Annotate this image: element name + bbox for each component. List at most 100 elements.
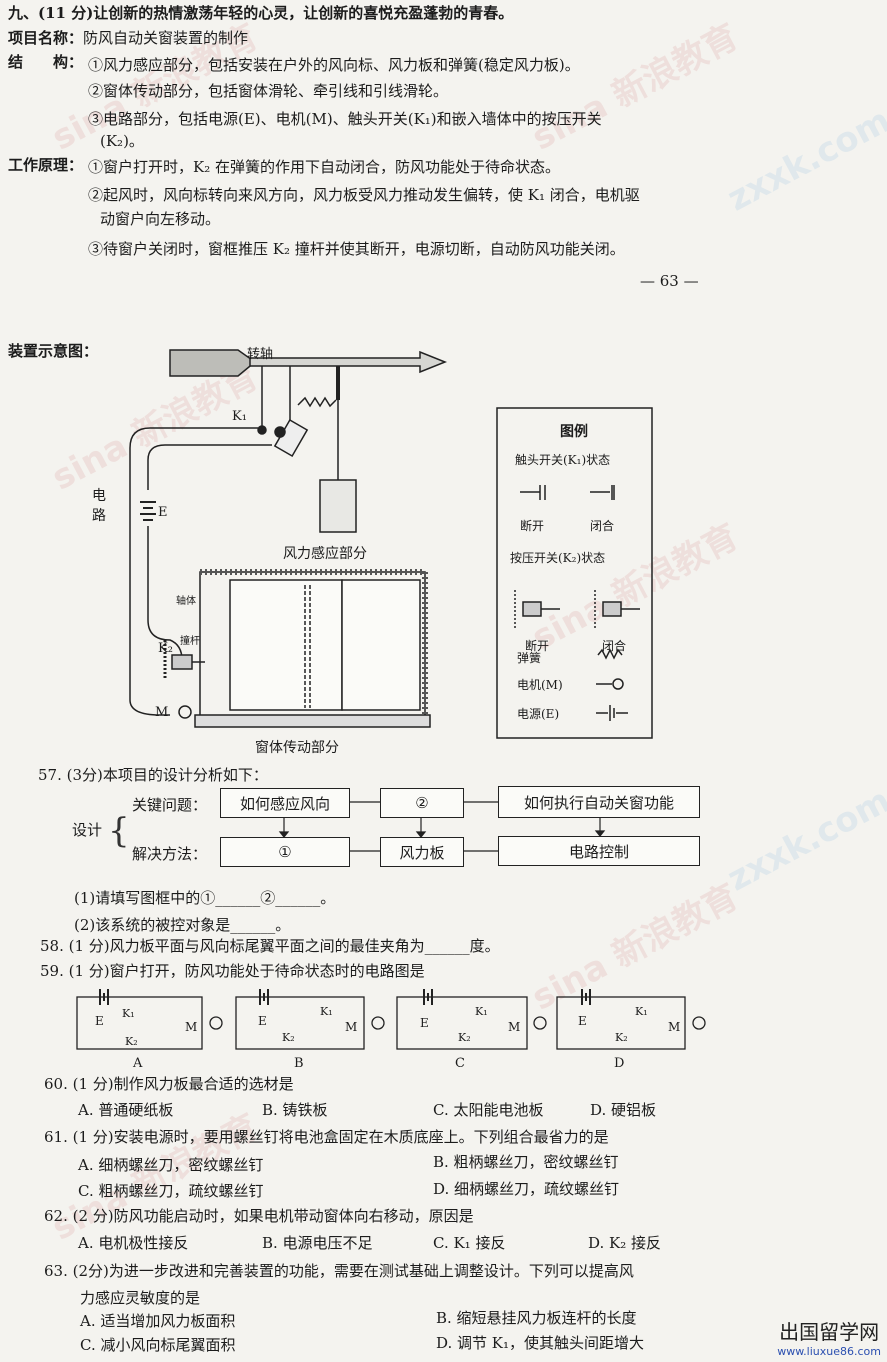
label-m: M	[668, 1020, 680, 1034]
label-k2: K₂	[125, 1035, 138, 1048]
vane-arrow	[249, 350, 448, 374]
option-a-label: A	[132, 1056, 143, 1071]
legend-box	[496, 407, 653, 739]
label-e: E	[420, 1016, 429, 1030]
legend-closed: 闭合	[602, 638, 626, 653]
vane-tail	[169, 349, 257, 377]
option-c-label: C	[455, 1056, 465, 1071]
legend-motor: 电机(M)	[517, 678, 563, 692]
label-wind-part: 风力感应部分	[283, 545, 367, 562]
label-axis-body: 轴体	[176, 594, 196, 607]
label-e: E	[578, 1014, 587, 1028]
label-window-part: 窗体传动部分	[255, 739, 339, 756]
box-key-3: 如何执行自动关窗功能	[498, 786, 700, 818]
principle-item: ③待窗户关闭时，窗框推压 K₂ 撞杆并使其断开，电源切断，自动防风功能关闭。	[88, 240, 625, 258]
q62-stem: 62. (2 分)防风功能启动时，如果电机带动窗体向右移动，原因是	[44, 1207, 474, 1225]
q61-option-a: A. 细柄螺丝刀，密纹螺丝钉	[78, 1156, 264, 1174]
label-e: E	[158, 505, 168, 520]
q61-option-b: B. 粗柄螺丝刀，密纹螺丝钉	[433, 1153, 619, 1171]
q60-option-d: D. 硬铝板	[590, 1101, 657, 1119]
q63-option-a: A. 适当增加风力板面积	[80, 1312, 236, 1330]
label-k2: K₂	[615, 1031, 628, 1044]
box-key-2: ②	[380, 788, 464, 818]
principle-item: ①窗户打开时，K₂ 在弹簧的作用下自动闭合，防风功能处于待命状态。	[88, 158, 560, 176]
diagram-title: 装置示意图：	[8, 342, 99, 360]
q60-option-a: A. 普通硬纸板	[78, 1101, 174, 1119]
battery-icon	[140, 501, 156, 521]
label-push-rod: 撞杆	[180, 634, 200, 647]
label-k2: K₂	[158, 641, 173, 656]
label-m: M	[155, 705, 168, 720]
window-rail	[194, 714, 431, 728]
q57-sub2: (2)该系统的被控对象是______。	[74, 916, 291, 934]
box-solution-3: 电路控制	[498, 836, 700, 866]
principle-item: 动窗户向左移动。	[100, 210, 221, 228]
box-key-1: 如何感应风向	[220, 788, 350, 818]
section-title: 九、(11 分)让创新的热情激荡年轻的心灵，让创新的喜悦充盈蓬勃的青春。	[8, 4, 514, 22]
legend-k2-state: 按压开关(K₂)状态	[510, 551, 605, 565]
q60-option-b: B. 铸铁板	[262, 1101, 328, 1119]
principle-item: ②起风时，风向标转向来风方向，风力板受风力推动发生偏转，使 K₁ 闭合，电机驱	[88, 186, 640, 204]
structure-item: (K₂)。	[100, 132, 144, 150]
principle-label: 工作原理：	[8, 156, 84, 174]
box-solution-2: 风力板	[380, 837, 464, 867]
structure-item: ②窗体传动部分，包括窗体滑轮、牵引线和引线滑轮。	[88, 82, 449, 100]
structure-item: ③电路部分，包括电源(E)、电机(M)、触头开关(K₁)和嵌入墙体中的按压开关	[88, 110, 602, 128]
legend-open: 断开	[525, 638, 549, 653]
legend-open: 断开	[520, 518, 544, 533]
page-number: — 63 —	[640, 272, 699, 290]
motor-icon	[178, 705, 192, 719]
site-url[interactable]: www.liuxue86.com	[777, 1345, 881, 1358]
structure-item: ①风力感应部分，包括安装在户外的风向标、风力板和弹簧(稳定风力板)。	[88, 56, 580, 74]
circuit-c	[396, 996, 528, 1050]
k2-switch	[171, 654, 193, 670]
q60-option-c: C. 太阳能电池板	[433, 1101, 544, 1119]
wind-board	[273, 418, 309, 458]
label-e: E	[95, 1014, 104, 1028]
q62-option-d: D. K₂ 接反	[588, 1234, 662, 1252]
q59-circuits: E K₁ K₂ M E K₁ K₂ M E K₁ K₂ M E K₁ K₂ M …	[76, 989, 706, 1071]
option-d-label: D	[614, 1056, 624, 1071]
spring-icon	[297, 396, 337, 408]
circuit-b	[235, 996, 365, 1050]
legend-power: 电源(E)	[517, 707, 559, 721]
q57-solution: 解决方法：	[132, 845, 208, 863]
q61-stem: 61. (1 分)安装电源时，要用螺丝钉将电池盒固定在木质底座上。下列组合最省力…	[44, 1128, 609, 1146]
q59-stem: 59. (1 分)窗户打开，防风功能处于待命状态时的电路图是	[40, 962, 425, 980]
label-e: E	[258, 1014, 267, 1028]
q62-option-b: B. 电源电压不足	[262, 1234, 373, 1252]
q63-stem: 63. (2分)为进一步改进和完善装置的功能，需要在测试基础上调整设计。下列可以…	[44, 1262, 634, 1280]
legend-title: 图例	[560, 423, 588, 440]
label-circuit-2: 路	[92, 508, 106, 524]
q62-option-a: A. 电机极性接反	[78, 1234, 189, 1252]
circuit-d	[556, 996, 686, 1050]
site-logo: 出国留学网 www.liuxue86.com	[777, 1316, 881, 1358]
watermark: zxxk.com	[721, 100, 887, 220]
q62-option-c: C. K₁ 接反	[433, 1234, 506, 1252]
device-diagram: 转轴 K₁ 电 路 E 风力感应部分 轴体 撞杆 K₂ M 窗体传动部分 图例 …	[92, 347, 653, 756]
label-k1: K₁	[320, 1005, 333, 1018]
q61-option-c: C. 粗柄螺丝刀，疏纹螺丝钉	[78, 1182, 264, 1200]
q57-connectors	[278, 801, 606, 852]
q58-stem: 58. (1 分)风力板平面与风向标尾翼平面之间的最佳夹角为______度。	[40, 937, 500, 955]
label-k2: K₂	[282, 1031, 295, 1044]
structure-label: 结 构：	[8, 53, 84, 71]
label-m: M	[508, 1020, 520, 1034]
legend-closed: 闭合	[590, 518, 614, 533]
label-k2: K₂	[458, 1031, 471, 1044]
legend-k1-state: 触头开关(K₁)状态	[515, 453, 610, 467]
q63-stem-cont: 力感应灵敏度的是	[80, 1289, 201, 1307]
q63-option-b: B. 缩短悬挂风力板连杆的长度	[436, 1309, 637, 1327]
watermark: sina 新浪教育	[45, 1106, 265, 1249]
label-shaft: 转轴	[247, 347, 273, 362]
label-k1: K₁	[475, 1005, 488, 1018]
q61-option-d: D. 细柄螺丝刀，疏纹螺丝钉	[433, 1180, 620, 1198]
q63-option-c: C. 减小风向标尾翼面积	[80, 1336, 236, 1354]
option-b-label: B	[294, 1056, 304, 1071]
project-label: 项目名称：	[8, 29, 84, 47]
window-pane	[229, 579, 343, 711]
label-k1: K₁	[232, 409, 247, 424]
label-circuit-1: 电	[92, 488, 106, 504]
site-name: 出国留学网	[779, 1320, 880, 1344]
q57-sub1: (1)请填写图框中的①______②______。	[74, 889, 336, 907]
